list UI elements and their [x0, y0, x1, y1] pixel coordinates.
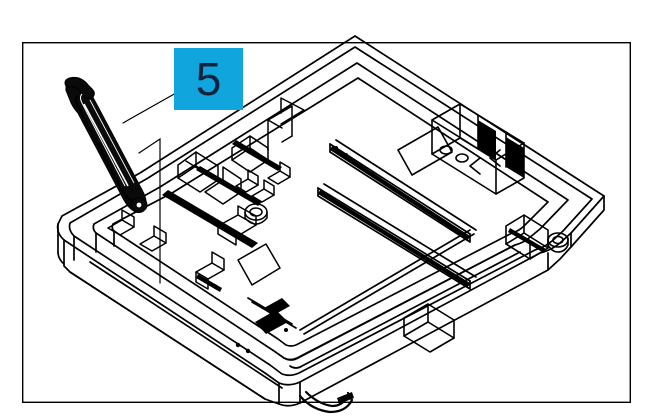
callout-box-5[interactable]: 5: [174, 48, 243, 110]
chassis-base-housing: [56, 35, 605, 414]
leader-elbow-to-chassis: [138, 137, 161, 284]
leader-to-callout: [122, 92, 177, 124]
callout-number-label: 5: [195, 53, 222, 105]
leader-lines: [122, 92, 177, 284]
diagram-border: [22, 42, 631, 404]
handle-lever-part: [64, 76, 148, 213]
